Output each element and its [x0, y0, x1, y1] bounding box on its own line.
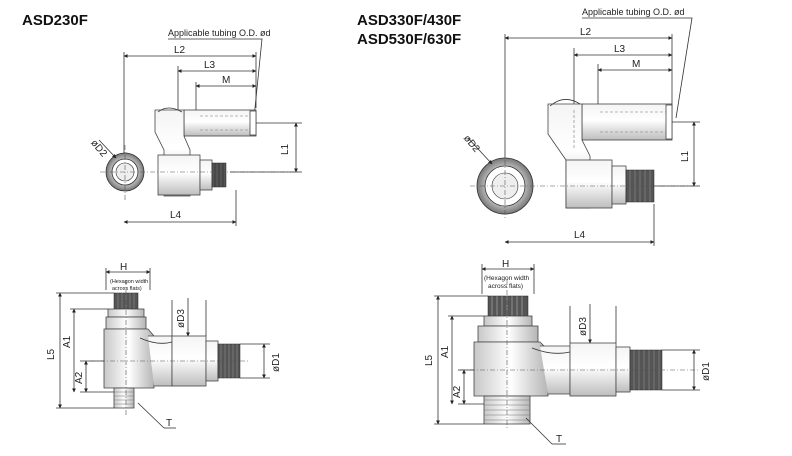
label-L1-left: L1 — [280, 143, 291, 155]
label-A1-left: A1 — [62, 335, 73, 348]
label-H-left: H — [120, 262, 127, 273]
label-T-right: T — [556, 434, 562, 445]
label-D3-right: øD3 — [578, 317, 589, 336]
label-D1-right: øD1 — [701, 362, 712, 381]
label-L4-left: L4 — [170, 210, 182, 221]
label-M-left: M — [222, 75, 230, 86]
label-A2-left: A2 — [74, 371, 85, 384]
label-D2-left: øD2 — [88, 138, 109, 160]
tubing-note-left: Applicable tubing O.D. ød — [168, 28, 271, 38]
label-L3-right: L3 — [614, 44, 626, 55]
label-D2-right: øD2 — [461, 133, 482, 155]
label-D3-left: øD3 — [176, 309, 187, 328]
tubing-note-right: Applicable tubing O.D. ød — [582, 7, 685, 17]
label-A2-right: A2 — [452, 385, 463, 398]
hex-note-right-2: across flats) — [488, 283, 523, 290]
label-H-right: H — [502, 259, 509, 270]
left-side-view: H (Hexagon width across flats) — [46, 262, 282, 429]
tubing-leader-right — [582, 17, 693, 119]
hex-note-right-1: (Hexagon width — [484, 275, 530, 282]
label-L3-left: L3 — [204, 60, 216, 71]
model-title-right-line2: ASD530F/630F — [357, 31, 461, 48]
left-top-view: Applicable tubing O.D. ød L2 L3 M — [88, 28, 302, 226]
model-title-left: ASD230F — [22, 12, 88, 29]
label-L2-left: L2 — [174, 45, 186, 56]
tubing-leader-left — [168, 38, 263, 119]
label-L4-right: L4 — [574, 230, 586, 241]
label-A1-right: A1 — [440, 345, 451, 358]
label-M-right: M — [632, 59, 640, 70]
right-side-view: H (Hexagon width across flats) — [424, 259, 712, 445]
label-D1-left: øD1 — [271, 353, 282, 372]
label-L2-right: L2 — [580, 27, 592, 38]
label-L5-left: L5 — [46, 348, 57, 360]
label-L1-right: L1 — [680, 150, 691, 162]
hex-note-left-1: (Hexagon width — [110, 279, 148, 285]
label-L5-right: L5 — [424, 354, 435, 366]
model-title-right-line1: ASD330F/430F — [357, 12, 461, 29]
label-T-left: T — [166, 418, 172, 429]
right-top-view: Applicable tubing O.D. ød L2 L3 M — [461, 7, 700, 246]
hex-note-left-2: across flats) — [112, 286, 142, 292]
